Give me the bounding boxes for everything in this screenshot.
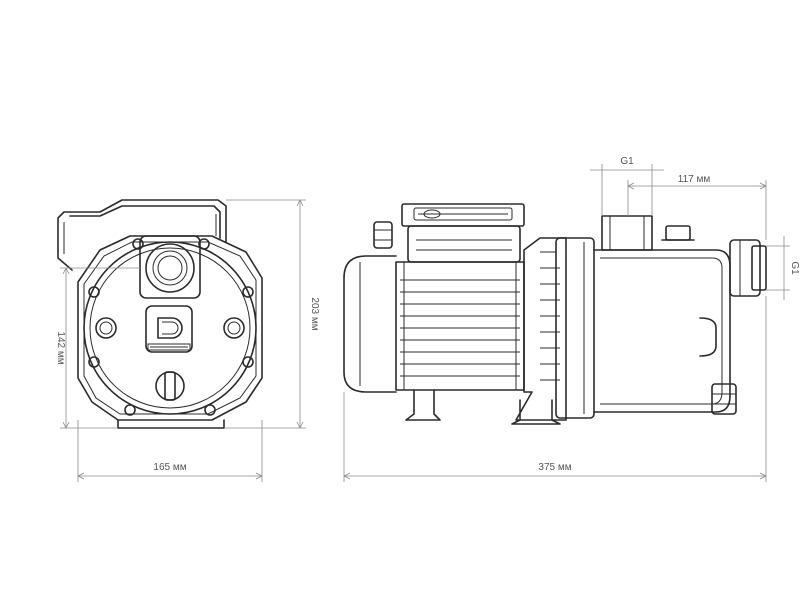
dim-front-width-label: 165 мм <box>153 462 186 473</box>
pump-front-view <box>57 199 263 421</box>
dim-inlet-thread-label: G1 <box>789 261 800 275</box>
dim-outlet-offset-label: 117 мм <box>678 174 711 185</box>
dimension-lines <box>60 164 790 482</box>
pump-side-view <box>343 203 767 425</box>
dim-outlet-thread-label: G1 <box>620 156 634 167</box>
brand-logo-icon <box>145 305 193 353</box>
dim-axis-height-label: 142 мм <box>55 331 66 364</box>
dim-side-length-label: 375 мм <box>538 462 571 473</box>
terminal-box-logo-icon <box>423 209 441 219</box>
dim-front-height-label: 203 мм <box>309 297 320 330</box>
drain-plug <box>117 371 225 429</box>
